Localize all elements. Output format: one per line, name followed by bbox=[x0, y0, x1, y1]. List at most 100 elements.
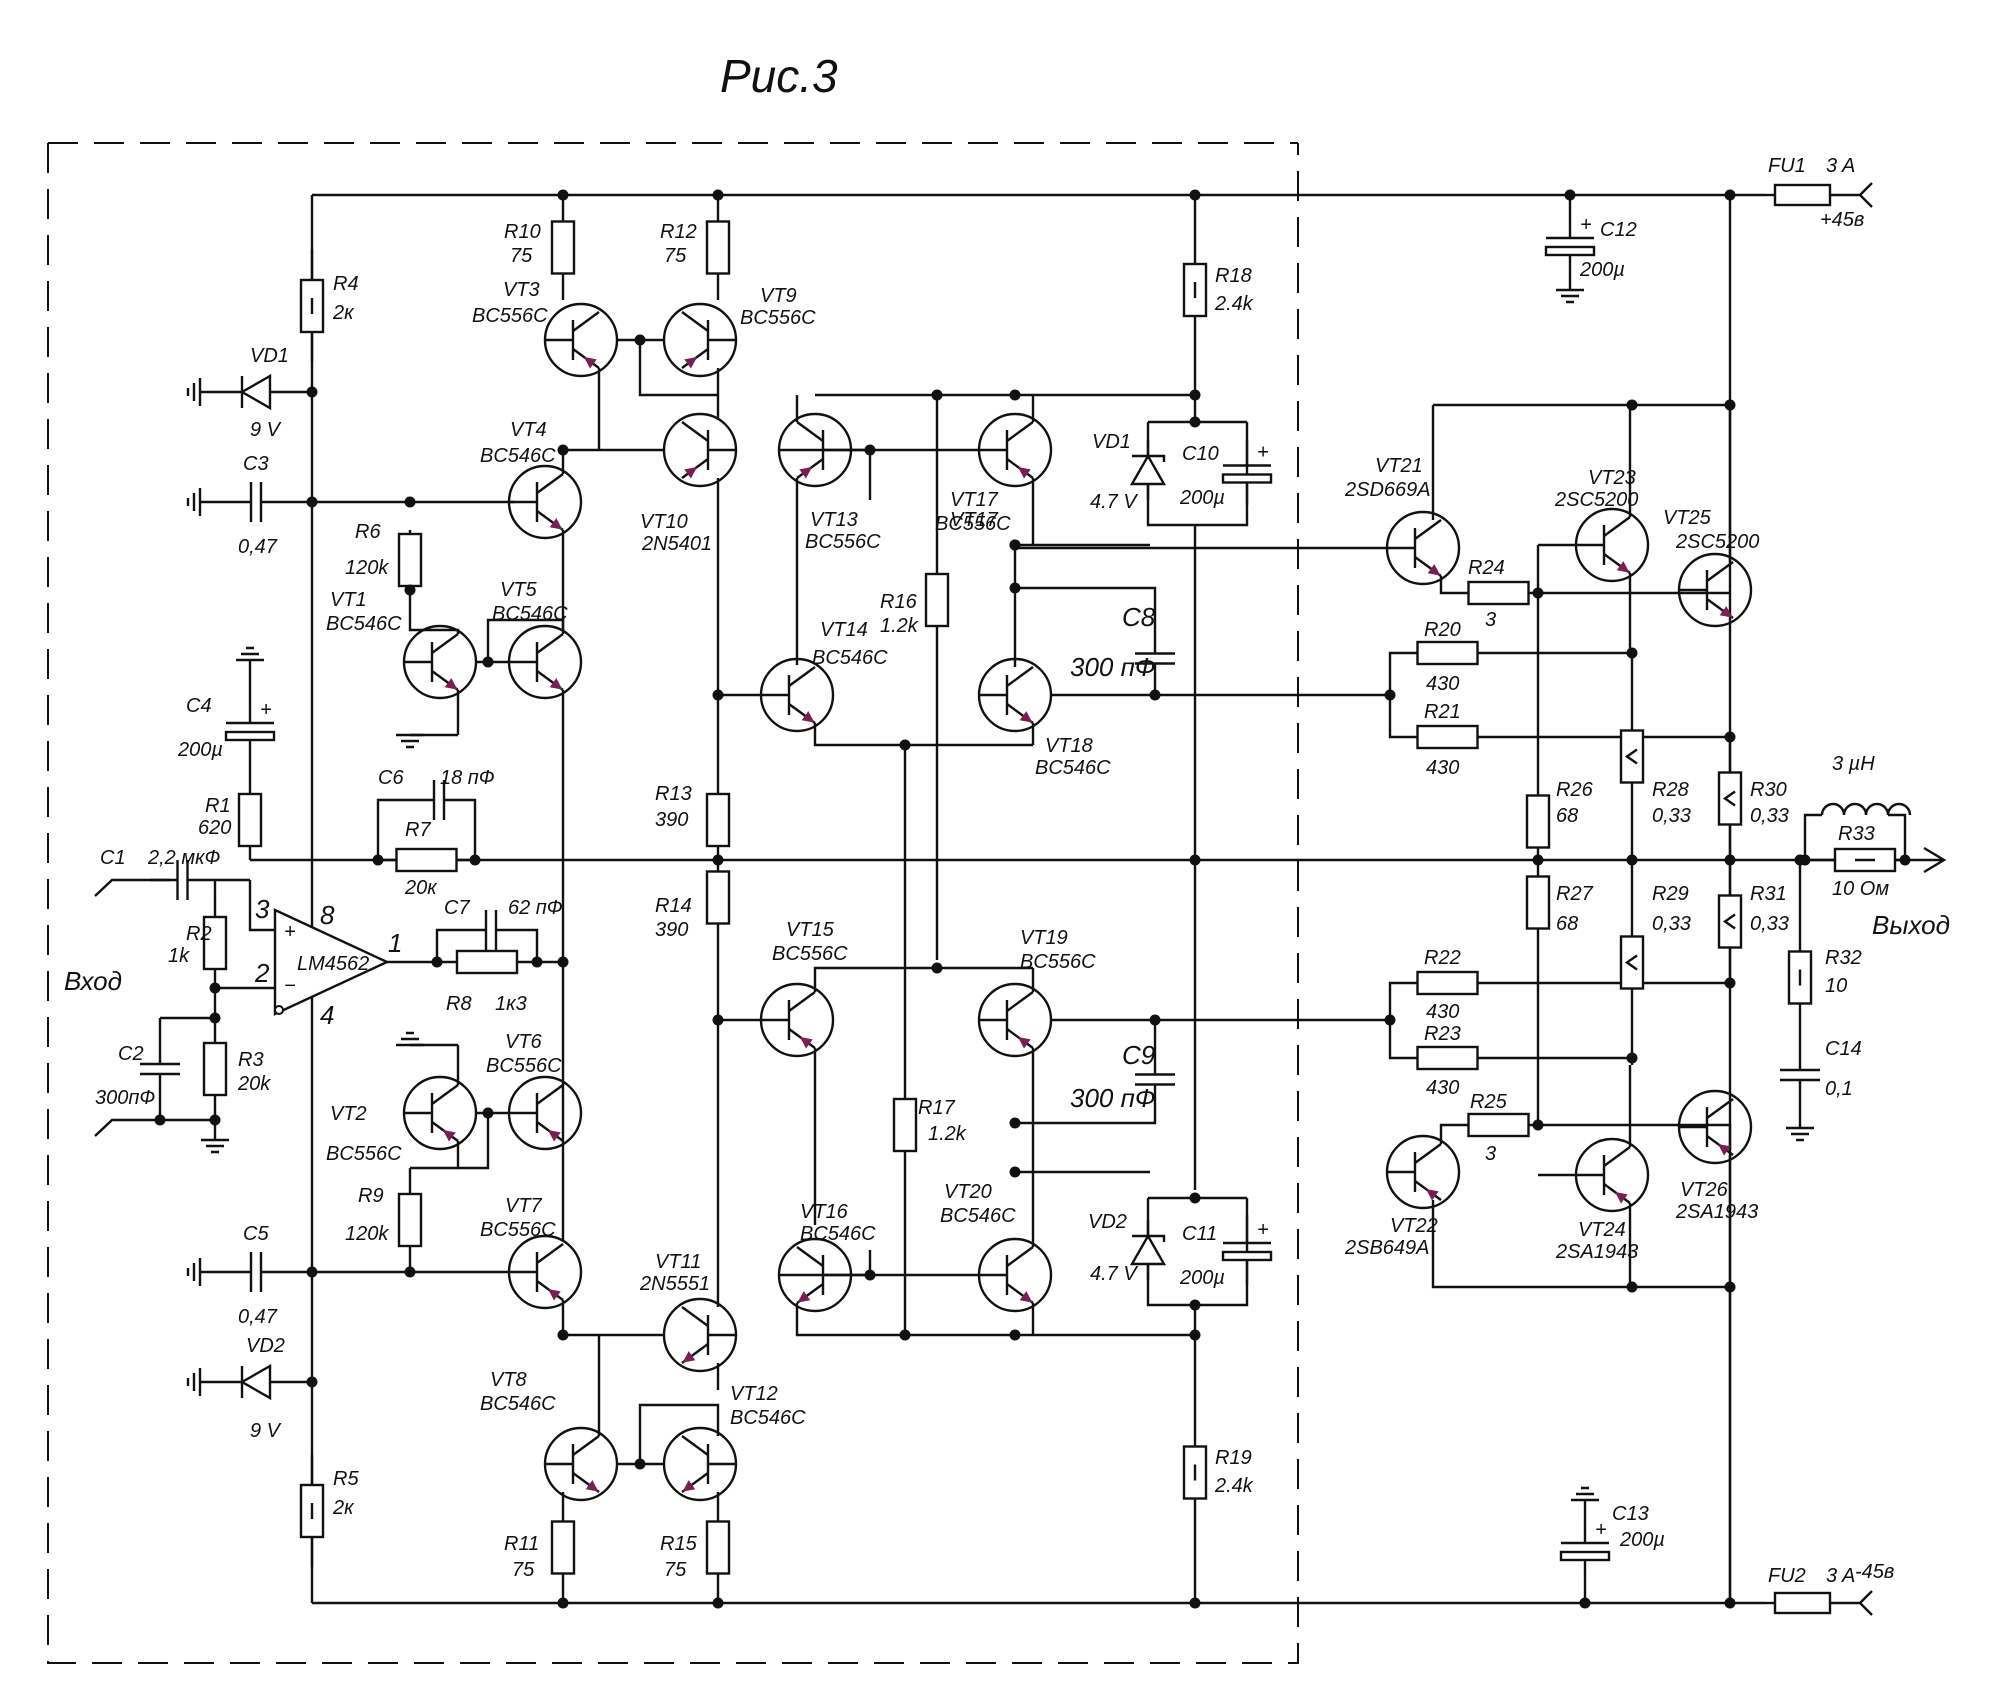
wire bbox=[94, 878, 170, 897]
R23-value: 430 bbox=[1426, 1077, 1459, 1099]
resistor-mark bbox=[1722, 913, 1736, 930]
transistor-leads bbox=[1603, 516, 1631, 574]
junction-dot bbox=[306, 386, 318, 398]
opamp-pin-ring bbox=[274, 1005, 284, 1015]
junction-dot bbox=[1009, 582, 1021, 594]
R25-ref: R25 bbox=[1470, 1091, 1508, 1113]
emitter-arrow bbox=[801, 711, 815, 723]
junction-dot bbox=[1724, 1281, 1736, 1293]
junction-dot bbox=[1626, 399, 1638, 411]
C6-value: 18 пФ bbox=[440, 767, 495, 789]
C3-ref: C3 bbox=[243, 453, 269, 475]
junction-dot bbox=[1189, 1597, 1201, 1609]
electrolytic-capacitor bbox=[1221, 1250, 1273, 1262]
junction-dot bbox=[1009, 539, 1021, 551]
R28-value: 0,33 bbox=[1652, 805, 1691, 827]
junction-dot bbox=[864, 1269, 876, 1281]
wire bbox=[1439, 576, 1462, 595]
VT9-type: BC556C bbox=[740, 307, 816, 329]
junction-dot bbox=[209, 1012, 221, 1024]
R25-value: 3 bbox=[1485, 1143, 1496, 1165]
junction-dot bbox=[469, 854, 481, 866]
VT3-type: BC556C bbox=[472, 305, 548, 327]
resistor bbox=[202, 1041, 228, 1097]
C5-ref: C5 bbox=[243, 1223, 269, 1245]
opamp-triangle bbox=[273, 908, 390, 1016]
R13-ref: R13 bbox=[655, 783, 692, 805]
R15-ref: R15 bbox=[660, 1533, 698, 1555]
VT13-type: BC556C bbox=[805, 531, 881, 553]
emitter-arrow bbox=[1717, 1143, 1731, 1156]
C10-ref: C10 bbox=[1182, 443, 1219, 465]
R11-ref: R11 bbox=[504, 1533, 539, 1555]
neg-voltage: -45в bbox=[1855, 1561, 1894, 1583]
C1-ref: C1 bbox=[100, 847, 126, 869]
R33-value: 10 Ом bbox=[1832, 878, 1889, 900]
emitter-arrow bbox=[549, 518, 563, 530]
plus-sign: + bbox=[1580, 214, 1592, 236]
resistor bbox=[1525, 794, 1551, 849]
junction-dot bbox=[1384, 1014, 1396, 1026]
emitter-arrow bbox=[1019, 1291, 1033, 1303]
junction-dot bbox=[1009, 389, 1021, 401]
R18-value: 2.4k bbox=[1214, 293, 1254, 315]
wire bbox=[1388, 1020, 1410, 1060]
resistor bbox=[924, 572, 950, 628]
VT3-ref: VT3 bbox=[503, 279, 540, 301]
capacitor bbox=[140, 1062, 180, 1076]
VT18-ref: VT18 bbox=[1045, 735, 1093, 757]
transistor-leads bbox=[536, 473, 564, 531]
resistor bbox=[397, 1192, 423, 1248]
capacitor bbox=[1135, 1073, 1175, 1086]
wire bbox=[1015, 586, 1157, 637]
VT19-type: BC556C bbox=[1020, 951, 1096, 973]
VT5-type: BC546C bbox=[492, 603, 568, 625]
emitter-arrow bbox=[1614, 1191, 1628, 1204]
emitter-arrow bbox=[684, 356, 698, 369]
junction-dot bbox=[1724, 977, 1736, 989]
VT21-type: 2SD669A bbox=[1344, 479, 1431, 501]
emitter-arrow bbox=[585, 1480, 599, 1492]
electrolytic-capacitor bbox=[224, 730, 276, 742]
resistor bbox=[705, 870, 731, 925]
VT2-ref: VT2 bbox=[330, 1103, 367, 1125]
figure-title: Рис.3 bbox=[720, 50, 838, 102]
resistor bbox=[550, 220, 576, 275]
VT25-type: 2SC5200 bbox=[1675, 531, 1759, 553]
R31-value: 0,33 bbox=[1750, 913, 1789, 935]
transistor-leads bbox=[681, 1306, 709, 1364]
wire bbox=[1015, 1102, 1157, 1125]
C7-value: 62 пФ bbox=[508, 897, 563, 919]
VT10-type: 2N5401 bbox=[641, 533, 712, 555]
VT12-type: BC546C bbox=[730, 1407, 806, 1429]
capacitor bbox=[249, 1252, 263, 1292]
VT8-type: BC546C bbox=[480, 1393, 556, 1415]
R20-value: 430 bbox=[1426, 673, 1459, 695]
wire bbox=[376, 798, 418, 860]
VT1-type: BC546C bbox=[326, 613, 402, 635]
junction-dot bbox=[1532, 854, 1544, 866]
junction-dot bbox=[712, 1014, 724, 1026]
junction-dot bbox=[931, 389, 943, 401]
junction-dot bbox=[1724, 731, 1736, 743]
emitter-arrow bbox=[547, 1129, 561, 1142]
junction-dot bbox=[634, 334, 646, 346]
wire bbox=[638, 340, 718, 397]
emitter-arrow bbox=[444, 678, 458, 690]
VD1b-ref: VD1 bbox=[1092, 431, 1131, 453]
transistor-leads bbox=[536, 633, 564, 691]
VT23-type: 2SC5200 bbox=[1554, 489, 1638, 511]
components bbox=[47, 142, 1912, 1664]
junction-dot bbox=[557, 1329, 569, 1341]
junction-dot bbox=[712, 854, 724, 866]
transistor-leads bbox=[1006, 666, 1034, 724]
C14-ref: C14 bbox=[1825, 1038, 1862, 1060]
opamp-name: LM4562 bbox=[297, 953, 369, 975]
emitter-arrow bbox=[547, 1288, 561, 1301]
R3-value: 20k bbox=[237, 1073, 271, 1095]
junction-dot bbox=[1189, 389, 1201, 401]
C1-value: 2,2 мкФ bbox=[147, 847, 221, 869]
junction-dot bbox=[931, 962, 943, 974]
